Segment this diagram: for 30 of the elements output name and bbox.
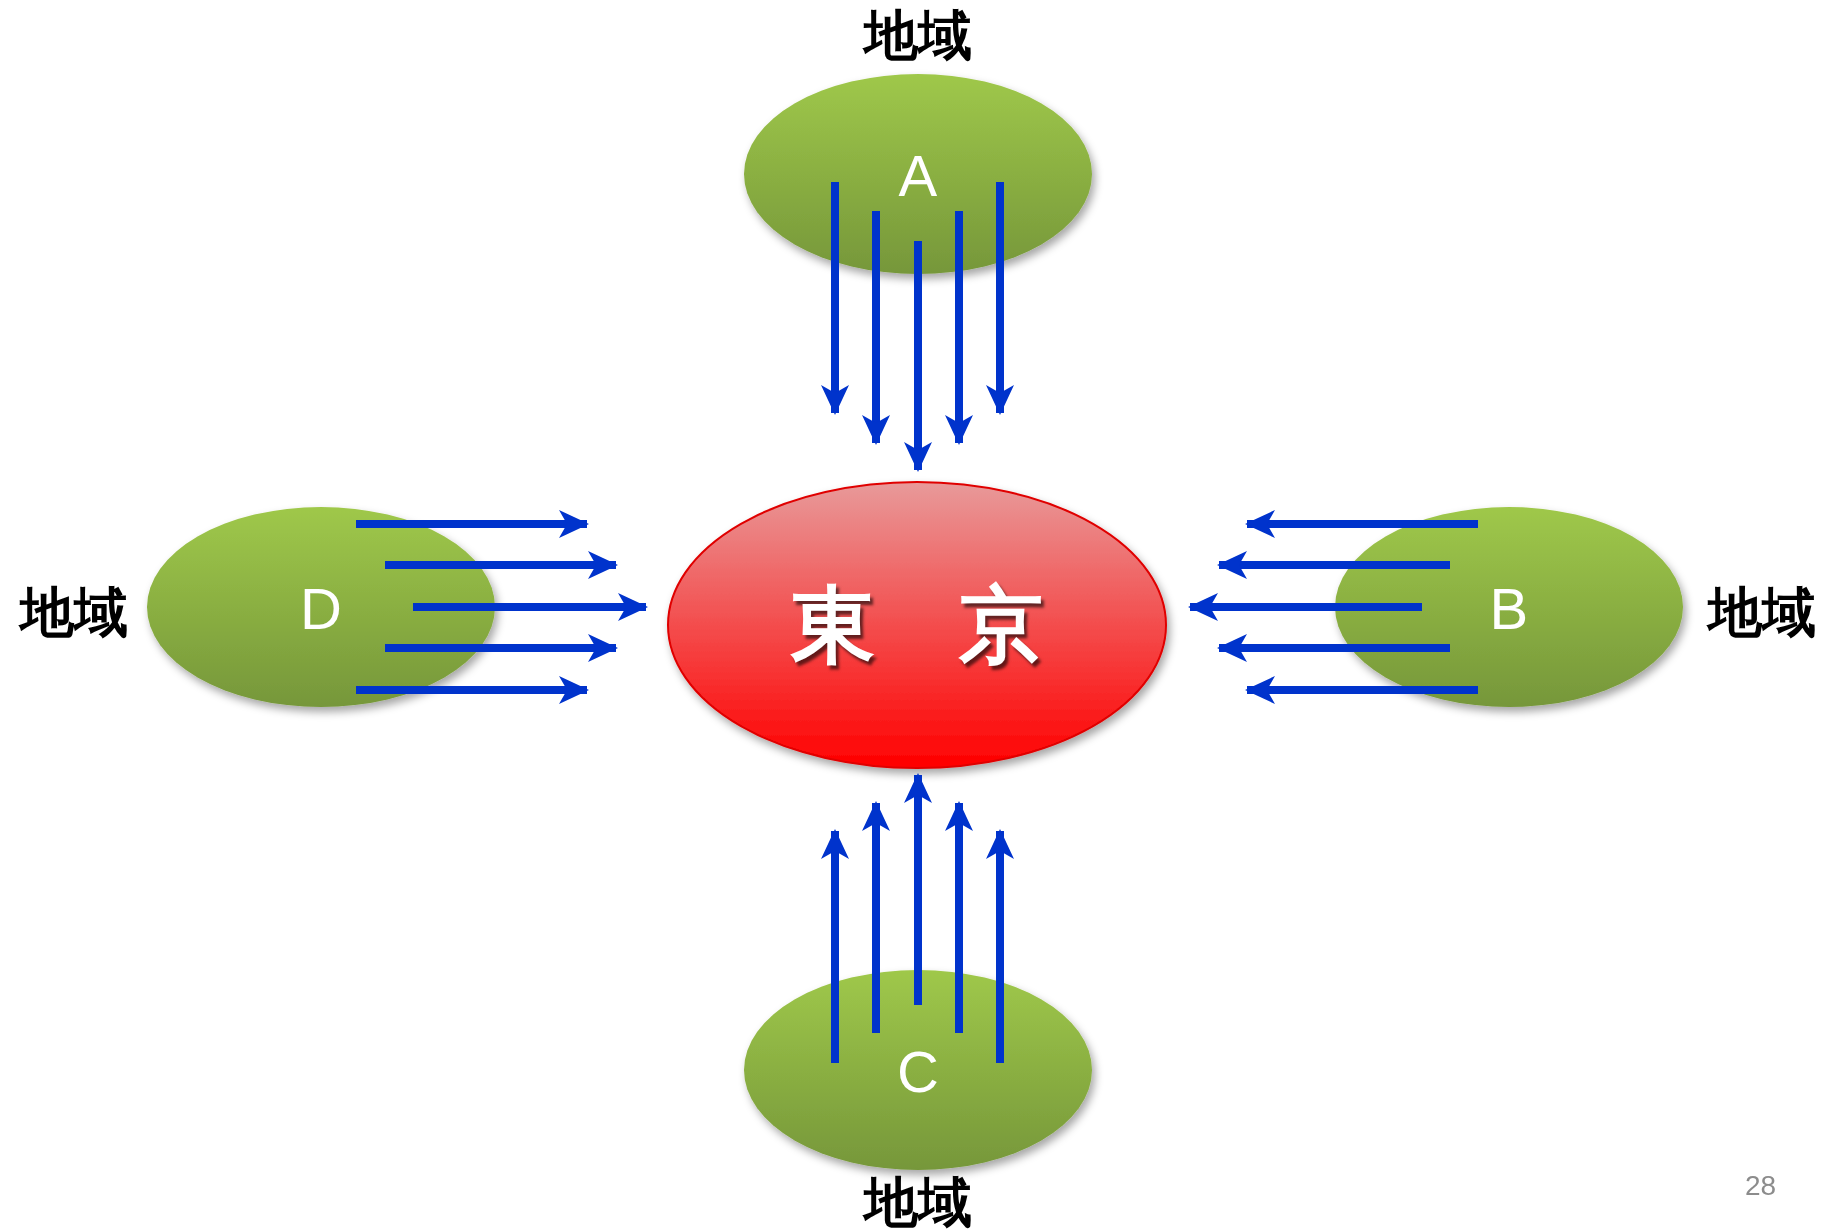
region-letter: A bbox=[898, 147, 938, 205]
arrow bbox=[986, 829, 1014, 1063]
arrow bbox=[356, 510, 589, 538]
arrow bbox=[1217, 634, 1450, 662]
region-letter: D bbox=[300, 580, 342, 638]
arrow bbox=[385, 634, 618, 662]
arrow bbox=[904, 773, 932, 1005]
region-letter: B bbox=[1489, 580, 1529, 638]
arrow bbox=[1245, 676, 1478, 704]
arrow bbox=[1217, 551, 1450, 579]
arrow bbox=[413, 593, 648, 621]
arrow bbox=[904, 241, 932, 472]
region-letter: C bbox=[897, 1043, 939, 1101]
arrow bbox=[821, 829, 849, 1063]
arrow bbox=[821, 182, 849, 415]
region-heading: 地域 bbox=[20, 586, 128, 640]
arrow bbox=[1245, 510, 1478, 538]
city-name: 東 京 bbox=[791, 583, 1043, 667]
arrow bbox=[1188, 593, 1422, 621]
region-heading: 地域 bbox=[864, 9, 972, 63]
arrow bbox=[862, 211, 890, 445]
arrow bbox=[986, 182, 1014, 415]
region-heading: 地域 bbox=[864, 1176, 972, 1230]
arrow bbox=[385, 551, 618, 579]
arrow bbox=[862, 801, 890, 1033]
arrow bbox=[945, 211, 973, 445]
arrow bbox=[356, 676, 589, 704]
page-number: 28 bbox=[1745, 1172, 1777, 1200]
arrow bbox=[945, 801, 973, 1033]
region-heading: 地域 bbox=[1708, 586, 1816, 640]
